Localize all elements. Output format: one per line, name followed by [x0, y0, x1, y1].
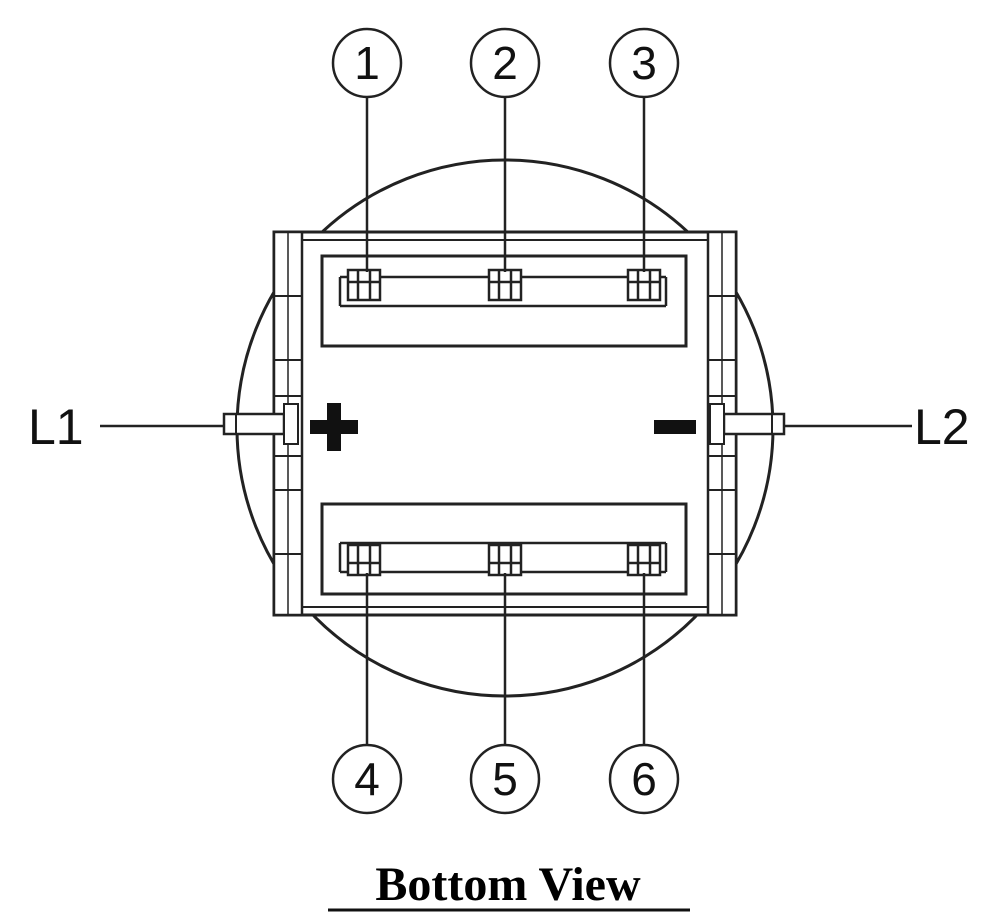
pin-number-6: 6: [631, 753, 657, 805]
positive-symbol: [310, 403, 358, 451]
terminal-pin-2: [487, 268, 523, 302]
terminal-pin-6: [626, 543, 662, 577]
rail-segments: [274, 295, 736, 555]
pin-number-5: 5: [492, 753, 518, 805]
pin-number-4: 4: [354, 753, 380, 805]
terminal-pin-1: [346, 268, 382, 302]
pin-number-1: 1: [354, 37, 380, 89]
pin-callout-3: 3: [608, 27, 680, 272]
lead-right: [709, 403, 912, 445]
pin-number-3: 3: [631, 37, 657, 89]
pin-callout-6: 6: [608, 573, 680, 815]
pin-callout-1: 1: [331, 27, 403, 272]
diagram-title: Bottom View: [375, 858, 641, 911]
terminal-pin-5: [487, 543, 523, 577]
pin-callout-5: 5: [469, 573, 541, 815]
pin-callout-4: 4: [331, 573, 403, 815]
lead-label-l1: L1: [28, 399, 84, 455]
lead-label-l2: L2: [914, 399, 970, 455]
terminal-pin-3: [626, 268, 662, 302]
pin-number-2: 2: [492, 37, 518, 89]
terminal-pin-4: [346, 543, 382, 577]
negative-symbol: [654, 420, 696, 434]
lead-left: [100, 403, 299, 445]
pin-callout-2: 2: [469, 27, 541, 272]
